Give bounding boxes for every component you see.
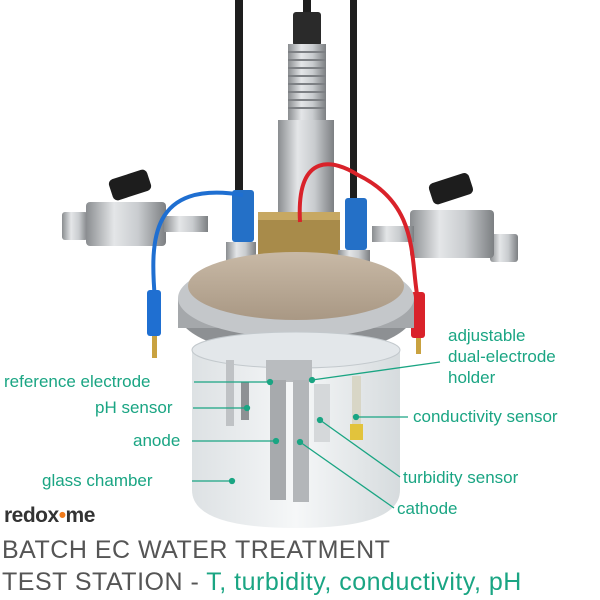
label-conductivity-sensor: conductivity sensor xyxy=(413,407,558,426)
label-cathode: cathode xyxy=(397,499,458,518)
title-line2-accent: T, turbidity, conductivity, pH xyxy=(206,568,522,596)
logo-dot: • xyxy=(58,504,66,527)
right-valve xyxy=(372,173,518,262)
label-adjustable-holder-line2: dual-electrode xyxy=(448,347,556,366)
title-line2-prefix: TEST STATION - xyxy=(2,568,207,596)
title-line1-text: BATCH EC WATER TREATMENT xyxy=(2,536,391,564)
wires xyxy=(147,162,425,358)
label-reference-electrode: reference electrode xyxy=(4,372,151,391)
page-title-line2: TEST STATION - T, turbidity, conductivit… xyxy=(2,570,522,595)
label-anode: anode xyxy=(133,431,181,450)
logo-suffix: me xyxy=(65,504,96,527)
label-adjustable-holder-line3: holder xyxy=(448,368,496,387)
redoxme-logo: redox•me xyxy=(4,505,95,526)
label-ph-sensor: pH sensor xyxy=(95,398,173,417)
label-adjustable-holder-line1: adjustable xyxy=(448,326,526,345)
label-turbidity-sensor: turbidity sensor xyxy=(403,468,519,487)
central-probe xyxy=(258,12,340,268)
leader-lines xyxy=(192,361,441,509)
hanging-cables xyxy=(235,0,357,215)
label-glass-chamber: glass chamber xyxy=(42,471,153,490)
page-title-line1: BATCH EC WATER TREATMENT xyxy=(2,538,390,563)
logo-prefix: redox xyxy=(4,504,59,527)
left-valve xyxy=(62,169,208,246)
lid xyxy=(178,252,414,356)
